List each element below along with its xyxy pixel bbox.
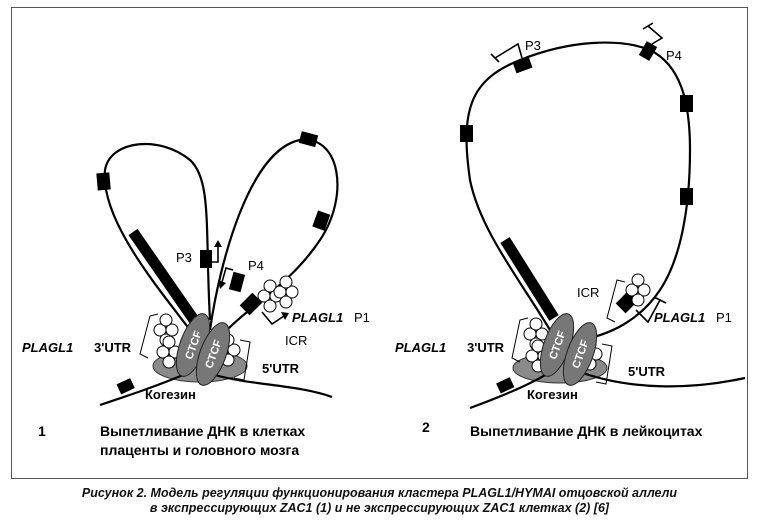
panel1-caption-line2: плаценты и головного мозга [100,442,299,458]
p4-label: P4 [666,48,682,63]
utr3-bracket [139,313,159,359]
panel1-number: 1 [38,423,46,439]
icr-label: ICR [577,285,599,300]
p1-arrow [261,311,285,326]
plagl1-gene-label: PLAGL1 [22,340,73,355]
utr5-bracket [595,343,613,385]
utr5-bracket [233,339,251,381]
p1-block-bar [653,296,667,304]
panel-1: P3 P4 PLAGL1 P1 CTCF CTCF PLAGL1 [22,131,370,458]
p3-label: P3 [525,38,541,53]
p4-box [228,271,246,293]
p4-label: P4 [248,258,264,273]
p4-block-bar [642,22,654,30]
utr5-label: 5'UTR [628,364,666,379]
p4-repressed-marker [647,25,664,45]
utr3-label: 3'UTR [94,340,132,355]
p1-arrowhead [281,312,289,320]
utr3-label: 3'UTR [467,340,505,355]
panel-2: P3 P4 PLAGL1 P1 ICR CTCF CTCF PLAGL1 [395,22,746,439]
dna-box [680,95,693,112]
p4-arrow [221,267,234,283]
utr5-label: 5'UTR [262,361,300,376]
dna-strand [465,41,746,410]
p1-label: P1 [716,310,732,325]
p3-box [200,250,212,268]
p3-arrowhead [214,240,222,247]
figure-caption-line1: Рисунок 2. Модель регуляции функциониров… [81,486,678,500]
p1-label: P1 [354,310,370,325]
p4-box [638,41,658,61]
ctcf-protein-right: CTCF [562,322,598,386]
figure-caption-line2: в экспрессирующих ZAC1 (1) и не экспресс… [149,501,610,515]
plagl1-p1-gene-label: PLAGL1 [292,310,343,325]
dna-looping-diagram: P3 P4 PLAGL1 P1 CTCF CTCF PLAGL1 [22,22,746,458]
figure-caption: Рисунок 2. Модель регуляции функциониров… [0,486,759,516]
dna-box [312,210,331,231]
plagl1-gene-body [500,237,559,321]
icr-bracket [606,279,626,323]
p3-label: P3 [176,250,192,265]
ctcf-protein-right: CTCF [195,322,231,386]
icr-label: ICR [285,333,307,348]
plagl1-p1-gene-label: PLAGL1 [654,310,705,325]
p1-repressed-marker [635,299,661,324]
dna-box [460,125,473,142]
plagl1-gene-body [128,228,199,324]
icr-methyl-circles [273,275,299,309]
dna-box [496,377,515,394]
utr3-bracket [511,317,529,363]
icr-box [239,292,263,316]
dna-box [96,172,111,191]
ctcf-protein-left: CTCF [539,313,575,377]
dna-box [298,131,319,148]
p3-box [512,56,533,74]
p3-repressed-marker [494,42,523,59]
panel2-caption: Выпетливание ДНК в лейкоцитах [470,423,703,439]
p3-block-bar [490,53,500,63]
figure-frame [11,7,748,479]
cohesin-label: Когезин [527,387,578,402]
dna-box [680,188,693,205]
plagl1-gene-label: PLAGL1 [395,340,446,355]
dna-box [116,378,135,395]
p4-arrowhead [218,280,226,289]
panel2-number: 2 [422,419,430,435]
p3-arrow [212,246,219,263]
cohesin-label: Когезин [145,387,196,402]
panel1-caption-line1: Выпетливание ДНК в клетках [100,423,305,439]
